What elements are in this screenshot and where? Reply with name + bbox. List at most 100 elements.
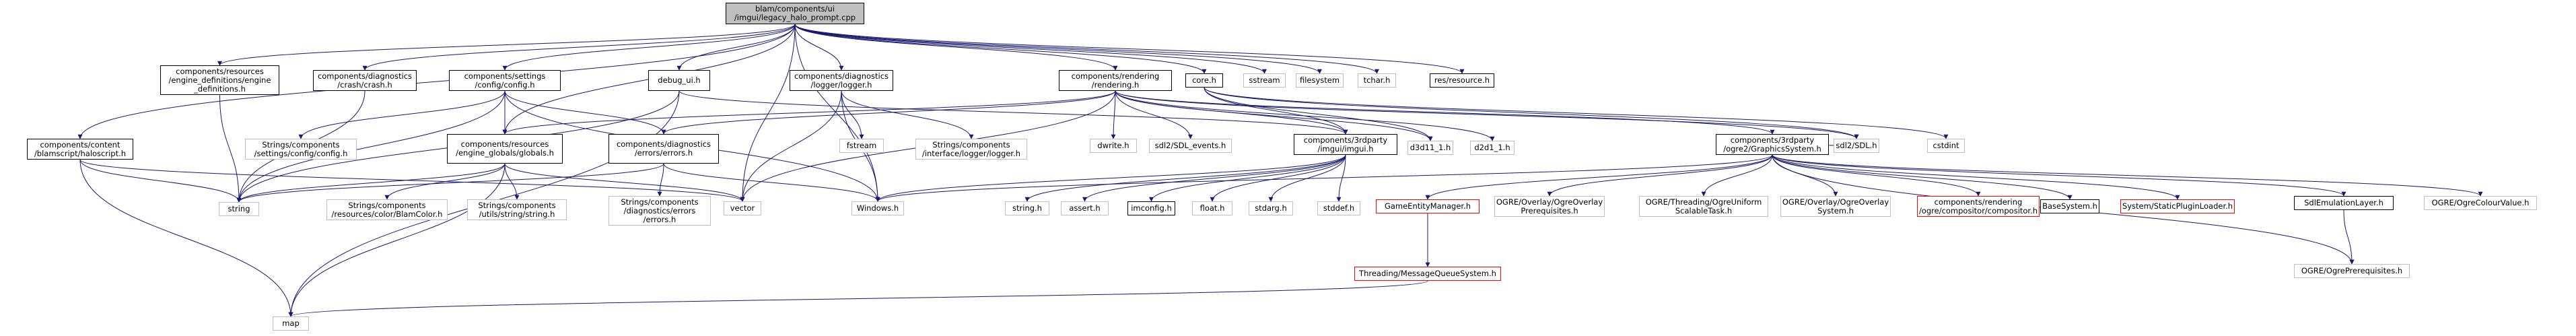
edge-graphics-system-to-ogre-colour bbox=[1772, 154, 2483, 197]
node-str-logger[interactable]: Strings/components /interface/logger/log… bbox=[915, 139, 1027, 160]
node-threading-mq[interactable]: Threading/MessageQueueSystem.h bbox=[1354, 267, 1501, 281]
node-core-h[interactable]: core.h bbox=[1185, 73, 1223, 88]
edge-core-h-to-imgui bbox=[1204, 87, 1348, 135]
node-tchar[interactable]: tchar.h bbox=[1358, 73, 1396, 88]
edge-root-to-res-engine-defs bbox=[217, 24, 796, 66]
edge-halo-script-to-string bbox=[79, 159, 242, 203]
node-imconfig[interactable]: imconfig.h bbox=[1127, 201, 1175, 215]
edge-errors-to-windows bbox=[663, 163, 880, 202]
node-vector[interactable]: vector bbox=[724, 201, 761, 215]
edge-root-to-tchar bbox=[794, 24, 1379, 74]
node-d2d1-1[interactable]: d2d1_1.h bbox=[1470, 141, 1515, 155]
edge-imgui-to-windows bbox=[875, 154, 1346, 202]
node-base-system[interactable]: BaseSystem.h bbox=[2040, 199, 2099, 213]
node-sdl-emulation[interactable]: SdlEmulationLayer.h bbox=[2294, 196, 2394, 210]
node-stddef-h[interactable]: stddef.h bbox=[1317, 201, 1360, 215]
edge-imgui-to-assert-h bbox=[1082, 154, 1346, 202]
node-ogre-threading[interactable]: OGRE/Threading/OgreUniform ScalableTask.… bbox=[1639, 196, 1768, 217]
edge-imgui-to-stdarg-h bbox=[1268, 154, 1346, 202]
edge-core-h-to-cstdint bbox=[1204, 87, 1949, 139]
edge-threading-mq-to-map bbox=[288, 280, 1428, 317]
edge-root-to-sstream bbox=[794, 24, 1267, 74]
edge-root-to-rendering bbox=[794, 24, 1118, 71]
edge-globals-to-str-utilsstring bbox=[504, 163, 520, 200]
node-res-resource[interactable]: res/resource.h bbox=[1430, 73, 1494, 88]
node-globals[interactable]: components/resources /engine_globals/glo… bbox=[447, 134, 563, 164]
node-halo-script[interactable]: components/content /blamscript/haloscrip… bbox=[27, 139, 133, 160]
node-sstream[interactable]: sstream bbox=[1243, 73, 1286, 88]
node-string-h[interactable]: string.h bbox=[1005, 201, 1049, 215]
node-debug-ui[interactable]: debug_ui.h bbox=[648, 70, 710, 91]
edge-rendering-to-d3d11-1 bbox=[1115, 90, 1433, 141]
edge-graphics-system-to-game-entity-mgr bbox=[1425, 154, 1773, 200]
edge-core-h-to-d3d11-1 bbox=[1204, 87, 1433, 141]
node-ogre-colour[interactable]: OGRE/OgreColourValue.h bbox=[2424, 196, 2537, 210]
node-compositor[interactable]: components/rendering /ogre/compositor/co… bbox=[1917, 196, 2040, 217]
node-fstream[interactable]: fstream bbox=[839, 139, 884, 153]
node-windows[interactable]: Windows.h bbox=[851, 201, 904, 215]
edge-globals-to-string bbox=[236, 163, 506, 203]
edge-root-to-core-h bbox=[794, 24, 1207, 74]
edge-debug-ui-to-imgui bbox=[678, 90, 1348, 135]
node-graphics-system[interactable]: components/3rdparty /ogre2/GraphicsSyste… bbox=[1716, 134, 1829, 155]
edge-graphics-system-to-sdl-emulation bbox=[1772, 154, 2346, 197]
edge-globals-to-map bbox=[288, 163, 506, 317]
edge-errors-to-string bbox=[236, 163, 664, 203]
edge-graphics-system-to-ogre-overlay-prereq bbox=[1547, 154, 1773, 197]
edge-rendering-to-dwrite bbox=[1111, 90, 1116, 139]
edge-imgui-to-imconfig bbox=[1149, 154, 1346, 202]
node-filesystem[interactable]: filesystem bbox=[1296, 73, 1344, 88]
node-static-plugin[interactable]: System/StaticPluginLoader.h bbox=[2120, 199, 2235, 213]
node-map[interactable]: map bbox=[273, 316, 309, 331]
node-cstdint[interactable]: cstdint bbox=[1927, 139, 1965, 153]
edge-rendering-to-sdl2-events bbox=[1115, 90, 1193, 139]
edge-graphics-system-to-windows bbox=[875, 154, 1773, 202]
edge-root-to-debug-ui bbox=[676, 24, 796, 71]
node-ogre-overlay-prereq[interactable]: OGRE/Overlay/OgreOverlay Prerequisites.h bbox=[1494, 196, 1605, 217]
node-logger[interactable]: components/diagnostics /logger/logger.h bbox=[790, 70, 893, 91]
node-rendering[interactable]: components/rendering /rendering.h bbox=[1059, 70, 1172, 91]
edge-settings-config-to-string bbox=[236, 90, 506, 203]
node-errors[interactable]: components/diagnostics /errors/errors.h bbox=[608, 134, 719, 164]
edge-logger-to-fstream bbox=[841, 90, 864, 139]
node-stdarg-h[interactable]: stdarg.h bbox=[1249, 201, 1293, 215]
edge-core-h-to-sdl2-sdl bbox=[1204, 87, 1859, 139]
node-str-errors[interactable]: Strings/components /diagnostics/errors /… bbox=[608, 196, 711, 226]
node-str-utilsstring[interactable]: Strings/components /utils/string/string.… bbox=[467, 199, 567, 220]
node-settings-config[interactable]: components/settings /config/config.h bbox=[449, 70, 561, 91]
node-ogre-prereq[interactable]: OGRE/OgrePrerequisites.h bbox=[2294, 264, 2410, 278]
edge-root-to-crash bbox=[362, 24, 796, 71]
edge-root-to-halo-script bbox=[77, 24, 796, 139]
edge-rendering-to-graphics-system bbox=[1115, 90, 1775, 135]
node-sdl2-events[interactable]: sdl2/SDL_events.h bbox=[1149, 139, 1232, 153]
node-float-h[interactable]: float.h bbox=[1192, 201, 1232, 215]
node-dwrite[interactable]: dwrite.h bbox=[1090, 139, 1137, 153]
edge-sdl-emulation-to-ogre-prereq bbox=[2343, 209, 2355, 265]
edge-root-to-filesystem bbox=[794, 24, 1322, 74]
edge-imgui-to-stddef-h bbox=[1336, 154, 1346, 202]
edge-globals-to-vector bbox=[504, 163, 745, 202]
edge-logger-to-vector bbox=[740, 90, 842, 202]
node-ogre-overlay-system[interactable]: OGRE/Overlay/OgreOverlay System.h bbox=[1780, 196, 1891, 217]
node-res-engine-defs[interactable]: components/resources /engine_definitions… bbox=[160, 65, 279, 95]
node-game-entity-mgr[interactable]: GameEntityManager.h bbox=[1376, 199, 1480, 213]
edge-root-to-res-resource bbox=[794, 24, 1465, 74]
node-d3d11-1[interactable]: d3d11_1.h bbox=[1407, 141, 1453, 155]
edge-logger-to-str-logger bbox=[841, 90, 974, 139]
node-imgui[interactable]: components/3rdparty /imgui/imgui.h bbox=[1294, 134, 1397, 155]
edge-globals-to-str-blamcolor bbox=[384, 163, 506, 200]
node-sdl2-sdl[interactable]: sdl2/SDL.h bbox=[1834, 139, 1879, 153]
edge-settings-config-to-errors bbox=[504, 90, 666, 135]
edge-halo-script-to-vector bbox=[79, 159, 745, 202]
edge-graphics-system-to-compositor bbox=[1772, 154, 1981, 197]
edge-graphics-system-to-base-system bbox=[1772, 154, 2073, 200]
node-str-settings[interactable]: Strings/components /settings/config/conf… bbox=[245, 139, 357, 160]
node-string[interactable]: string bbox=[219, 202, 259, 216]
node-assert-h[interactable]: assert.h bbox=[1061, 201, 1109, 215]
node-str-blamcolor[interactable]: Strings/components /resources/color/Blam… bbox=[326, 199, 448, 220]
node-crash[interactable]: components/diagnostics /crash/crash.h bbox=[313, 70, 417, 91]
node-root[interactable]: blam/components/ui /imgui/legacy_halo_pr… bbox=[726, 3, 864, 24]
edge-imgui-to-float-h bbox=[1210, 154, 1346, 202]
